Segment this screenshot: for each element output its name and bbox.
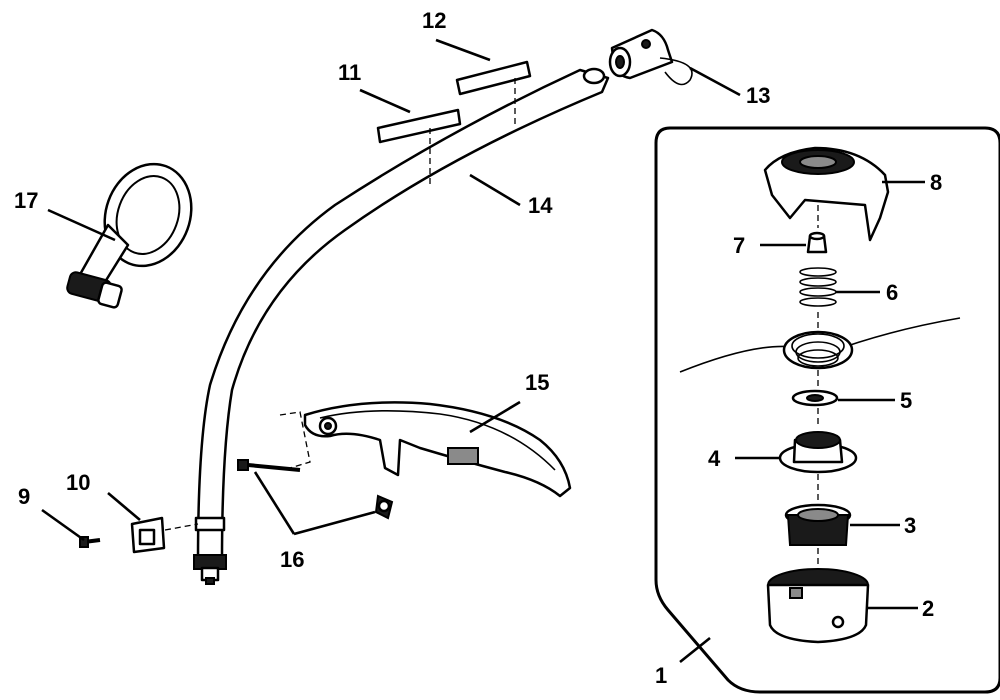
callout-8: 8 bbox=[930, 170, 942, 195]
bump-knob-part bbox=[784, 503, 852, 546]
callout-12: 12 bbox=[422, 8, 446, 33]
callout-15: 15 bbox=[525, 370, 549, 395]
callout-17: 17 bbox=[14, 188, 38, 213]
callout-13: 13 bbox=[746, 83, 770, 108]
inner-reel-part bbox=[778, 431, 858, 474]
guard-part bbox=[303, 401, 572, 498]
coupler-part bbox=[608, 28, 693, 86]
spring-part bbox=[799, 267, 837, 307]
spool-with-line bbox=[679, 317, 961, 373]
callout-2: 2 bbox=[922, 596, 934, 621]
housing-part bbox=[766, 568, 870, 644]
callout-5: 5 bbox=[900, 388, 912, 413]
callout-4: 4 bbox=[708, 446, 721, 471]
callout-6: 6 bbox=[886, 280, 898, 305]
label-decal-11 bbox=[376, 108, 462, 144]
callout-9: 9 bbox=[18, 484, 30, 509]
eyelet-part bbox=[806, 231, 828, 254]
screw-part-9 bbox=[79, 536, 101, 548]
callout-14: 14 bbox=[528, 193, 553, 218]
clamp-part-10 bbox=[130, 516, 166, 554]
callout-7: 7 bbox=[733, 233, 745, 258]
guard-bolt-and-wingnut bbox=[237, 411, 394, 520]
callout-3: 3 bbox=[904, 513, 916, 538]
washer-part bbox=[791, 389, 839, 407]
label-decal-12 bbox=[455, 60, 532, 96]
callout-10: 10 bbox=[66, 470, 90, 495]
callout-16: 16 bbox=[280, 547, 304, 572]
rear-handle-part bbox=[66, 162, 193, 309]
callout-11: 11 bbox=[338, 60, 361, 85]
shaft-part bbox=[193, 67, 610, 585]
callout-1: 1 bbox=[655, 663, 667, 688]
head-cover-part bbox=[763, 146, 890, 242]
